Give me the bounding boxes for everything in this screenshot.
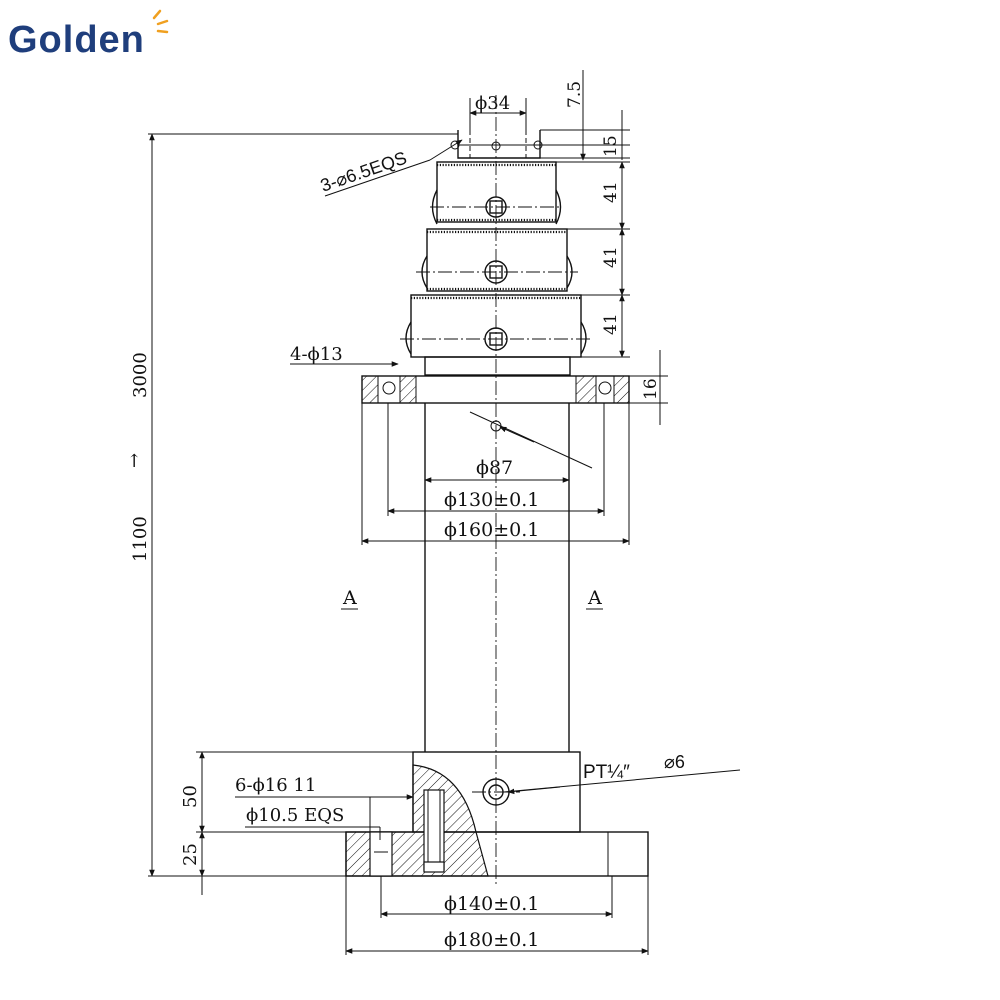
note-base-holes-eqs: ϕ10.5 EQS <box>246 805 344 826</box>
dim-d87: ϕ87 <box>476 457 513 479</box>
section-mark-a-left: A <box>342 587 357 609</box>
dim-d34: ϕ34 <box>475 93 510 114</box>
dim-15: 15 <box>601 135 621 157</box>
note-port-diameter: ⌀6 <box>664 752 685 772</box>
main-tube <box>424 403 570 752</box>
stage-3 <box>400 294 592 376</box>
golden-logo-mark: Golden <box>8 9 169 61</box>
dimension-base-heights <box>196 751 413 895</box>
dim-d180: ϕ180±0.1 <box>444 929 539 951</box>
dim-1100: 1100 <box>130 516 151 562</box>
dim-7-5: 7.5 <box>565 81 585 108</box>
brand-logo: Golden <box>6 8 176 65</box>
stage-2 <box>416 228 578 292</box>
dimension-overall-length <box>148 133 458 877</box>
section-mark-a-right: A <box>587 587 602 609</box>
dim-16: 16 <box>641 378 661 400</box>
dim-d140: ϕ140±0.1 <box>444 893 539 915</box>
dim-41-lower: 41 <box>601 313 621 335</box>
dim-d130: ϕ130±0.1 <box>444 489 539 511</box>
dim-3000: 3000 <box>130 352 151 398</box>
note-base-holes: 6-ϕ16 11 <box>235 775 316 796</box>
dimension-top-right <box>540 70 668 425</box>
dim-41-upper: 41 <box>601 181 621 203</box>
svg-text:Golden: Golden <box>8 19 145 60</box>
dimension-diameters-upper <box>361 403 630 545</box>
dim-50: 50 <box>180 785 201 808</box>
dimension-diameters-lower <box>345 876 649 955</box>
dim-41-middle: 41 <box>601 246 621 268</box>
sun-rays-icon <box>152 9 169 34</box>
flange <box>361 375 630 404</box>
note-flange-holes: 4-ϕ13 <box>290 344 343 365</box>
note-port-thread: PT¼″ <box>583 762 630 783</box>
top-cap <box>450 130 543 159</box>
dim-25: 25 <box>180 843 201 866</box>
dim-arrow: → <box>124 453 145 468</box>
dim-d160: ϕ160±0.1 <box>444 519 539 541</box>
stage-1 <box>430 161 562 225</box>
